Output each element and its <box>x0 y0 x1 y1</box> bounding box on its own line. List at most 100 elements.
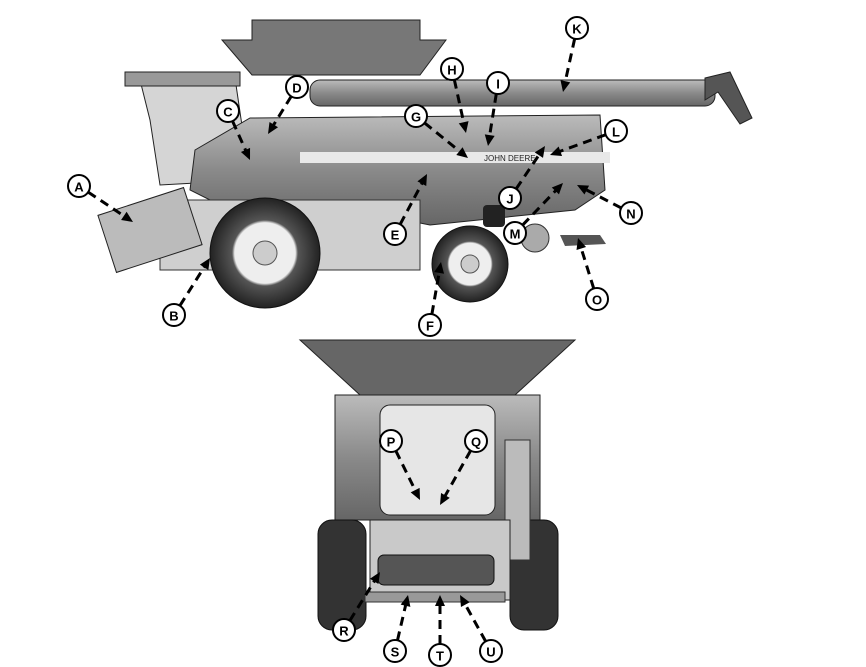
cab-roof <box>124 71 241 87</box>
callout-leader-line <box>423 121 463 155</box>
front-hub <box>252 240 278 266</box>
arrowhead-icon <box>560 80 571 92</box>
arrowhead-icon <box>577 185 590 195</box>
callout-b: B <box>162 258 210 327</box>
callout-a: A <box>67 174 133 222</box>
callout-o: O <box>576 238 609 311</box>
callout-leader-line <box>563 38 577 85</box>
callout-circle <box>379 429 403 453</box>
callout-l: L <box>550 119 628 156</box>
callout-k: K <box>560 16 589 92</box>
callout-letter: T <box>436 649 444 664</box>
arrowhead-icon <box>534 146 545 158</box>
callout-letter: L <box>612 125 620 140</box>
callout-letter: I <box>496 77 500 92</box>
callout-circle <box>565 16 589 40</box>
arrowhead-icon <box>121 211 133 222</box>
callout-leader-line <box>521 187 559 227</box>
callout-letter: S <box>391 645 400 660</box>
callout-leader-line <box>394 450 418 494</box>
rear-bumper <box>364 591 506 603</box>
callout-letter: D <box>292 81 301 96</box>
arrowhead-icon <box>434 262 445 274</box>
arrowhead-icon <box>484 134 495 146</box>
callout-layer: A B C D E F G H I J K L M N O P Q R S T U <box>67 16 643 667</box>
callout-f: F <box>418 262 445 337</box>
callout-e: E <box>383 174 427 246</box>
callout-letter: A <box>74 180 84 195</box>
callout-circle <box>383 222 407 246</box>
callout-leader-line <box>398 180 425 225</box>
arrowhead-icon <box>440 492 450 505</box>
rear-left-tire <box>317 519 367 631</box>
callout-circle <box>404 104 428 128</box>
callout-leader-line <box>348 578 378 622</box>
callout-i: I <box>484 71 510 146</box>
brand-text: JOHN DEERE <box>484 154 536 163</box>
rear-hub <box>460 254 480 274</box>
callout-g: G <box>404 104 468 158</box>
callout-letter: J <box>506 192 513 207</box>
feeder-house <box>97 186 203 274</box>
callout-leader-line <box>231 120 249 154</box>
arrowhead-icon <box>456 147 468 158</box>
callout-letter: E <box>391 228 400 243</box>
callout-letter: G <box>411 110 421 125</box>
callout-circle <box>162 303 186 327</box>
callout-circle <box>604 119 628 143</box>
callout-leader-line <box>514 151 542 190</box>
callout-letter: R <box>339 624 349 639</box>
callout-leader-line <box>578 245 596 289</box>
callout-letter: F <box>426 319 434 334</box>
auger-spout <box>704 71 753 125</box>
side-view <box>97 19 753 309</box>
callout-circle <box>498 186 522 210</box>
callout-leader-line <box>583 187 622 210</box>
callout-circle <box>332 618 356 642</box>
callout-circle <box>503 221 527 245</box>
spreader <box>560 235 606 246</box>
callout-letter: U <box>486 645 495 660</box>
callout-circle <box>383 639 407 663</box>
arrowhead-icon <box>550 146 563 156</box>
arrowhead-icon <box>268 122 279 134</box>
callout-letter: O <box>592 293 602 308</box>
callout-t: T <box>428 595 452 667</box>
callout-circle <box>428 643 452 667</box>
callout-d: D <box>268 75 309 134</box>
callout-circle <box>216 99 240 123</box>
callout-h: H <box>440 57 469 133</box>
callout-letter: M <box>510 227 521 242</box>
arrowhead-icon <box>460 595 470 608</box>
callout-letter: B <box>169 309 178 324</box>
callout-circle <box>67 174 91 198</box>
callout-q: Q <box>440 429 488 505</box>
callout-n: N <box>577 185 643 225</box>
arrowhead-icon <box>551 183 563 195</box>
callout-leader-line <box>396 602 408 641</box>
callout-leader-line <box>87 190 128 219</box>
callout-u: U <box>460 595 503 663</box>
callout-letter: C <box>223 105 233 120</box>
rear-light <box>483 205 505 227</box>
callout-letter: K <box>572 22 582 37</box>
callout-leader-line <box>487 93 498 139</box>
callout-r: R <box>332 572 380 642</box>
callout-circle <box>285 75 309 99</box>
callout-circle <box>585 287 609 311</box>
callout-circle <box>464 429 488 453</box>
callout-leader-line <box>557 133 607 154</box>
rear-tank-extension <box>298 339 577 396</box>
callout-leader-line <box>452 79 466 126</box>
callout-leader-line <box>442 449 472 499</box>
arrowhead-icon <box>576 238 587 250</box>
callout-letter: N <box>626 207 635 222</box>
callout-circle <box>418 313 442 337</box>
callout-c: C <box>216 99 251 160</box>
callout-circle <box>479 639 503 663</box>
rear-cab <box>379 404 496 516</box>
callout-letter: Q <box>471 435 481 450</box>
callout-p: P <box>379 429 420 500</box>
arrowhead-icon <box>435 595 445 606</box>
